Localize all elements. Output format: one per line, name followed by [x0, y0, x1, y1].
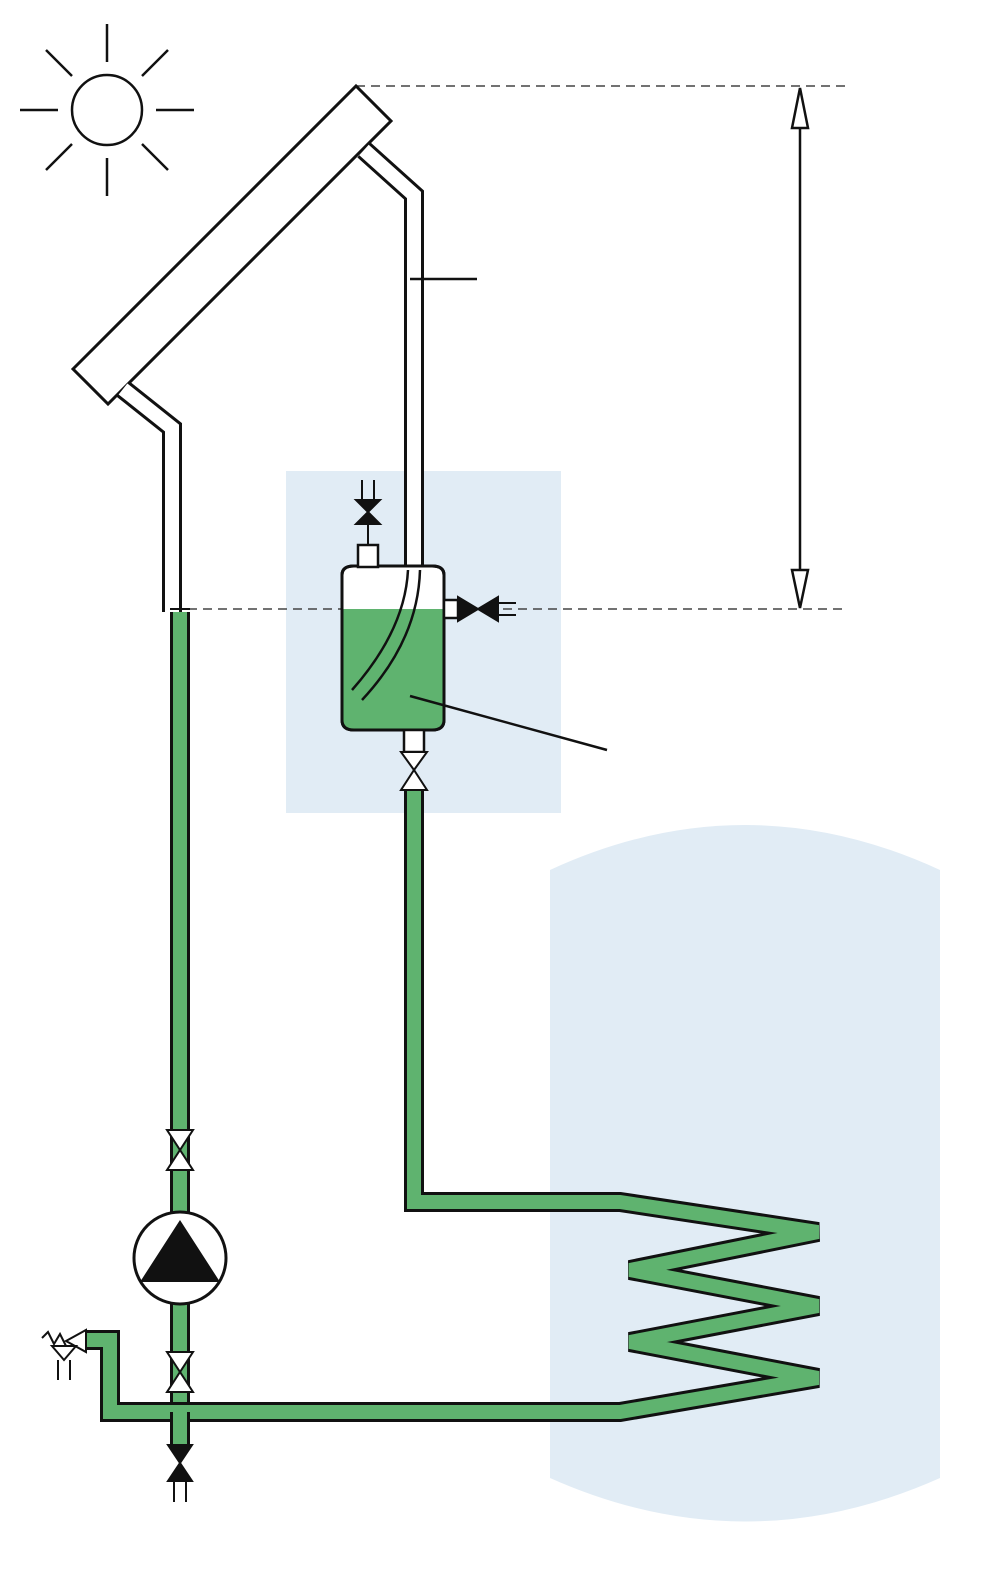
- circulation-pump-icon: [132, 1210, 228, 1306]
- safety-valve-branch: [84, 1330, 180, 1422]
- sun-icon: [20, 24, 194, 196]
- valve-icon: [353, 480, 383, 545]
- valve-icon: [399, 751, 429, 791]
- height-arrow-icon: [790, 87, 810, 609]
- valve-icon: [165, 1351, 195, 1393]
- vessel-dip-tube: [351, 569, 410, 691]
- solar-collector-icon: [70, 83, 394, 407]
- safety-valve-icon: [41, 1328, 87, 1380]
- valve-icon: [165, 1129, 195, 1171]
- valve-icon: [166, 1444, 194, 1502]
- valve-icon: [457, 595, 516, 623]
- vessel-leader-line: [409, 694, 608, 752]
